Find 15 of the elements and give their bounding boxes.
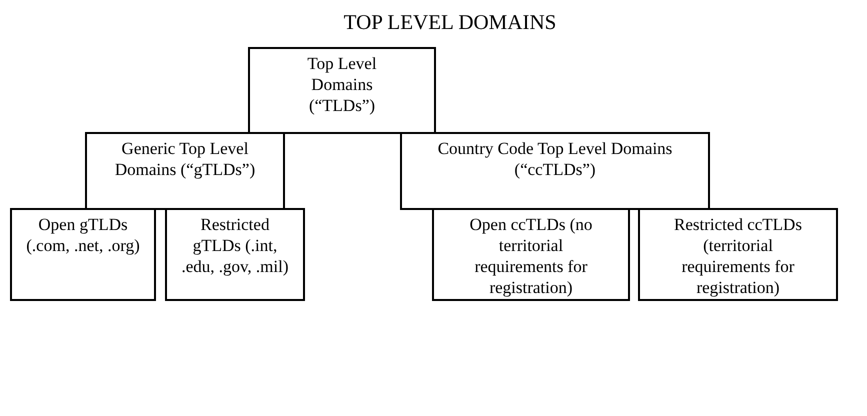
box-label: Top Level Domains (“TLDs”): [306, 53, 378, 117]
category-box: [638, 208, 838, 301]
category-box: [165, 208, 305, 301]
category-box: [248, 47, 436, 134]
box-label: Open gTLDs (.com, .net, .org): [25, 214, 141, 257]
category-box: [85, 132, 285, 210]
category-box: [432, 208, 630, 301]
diagram-title: TOP LEVEL DOMAINS: [342, 10, 558, 35]
category-box: [400, 132, 710, 210]
box-label: Restricted ccTLDs (territorial requirements for registration): [673, 214, 803, 295]
box-label: Open ccTLDs (no territorial requirements for registration): [468, 214, 594, 295]
box-label: Restricted gTLDs (.int, .edu, .gov, .mil): [180, 214, 290, 278]
box-label: Country Code Top Level Domains (“ccTLDs”): [436, 138, 674, 181]
box-label: Generic Top Level Domains (“gTLDs”): [114, 138, 256, 181]
category-box: [10, 208, 156, 301]
